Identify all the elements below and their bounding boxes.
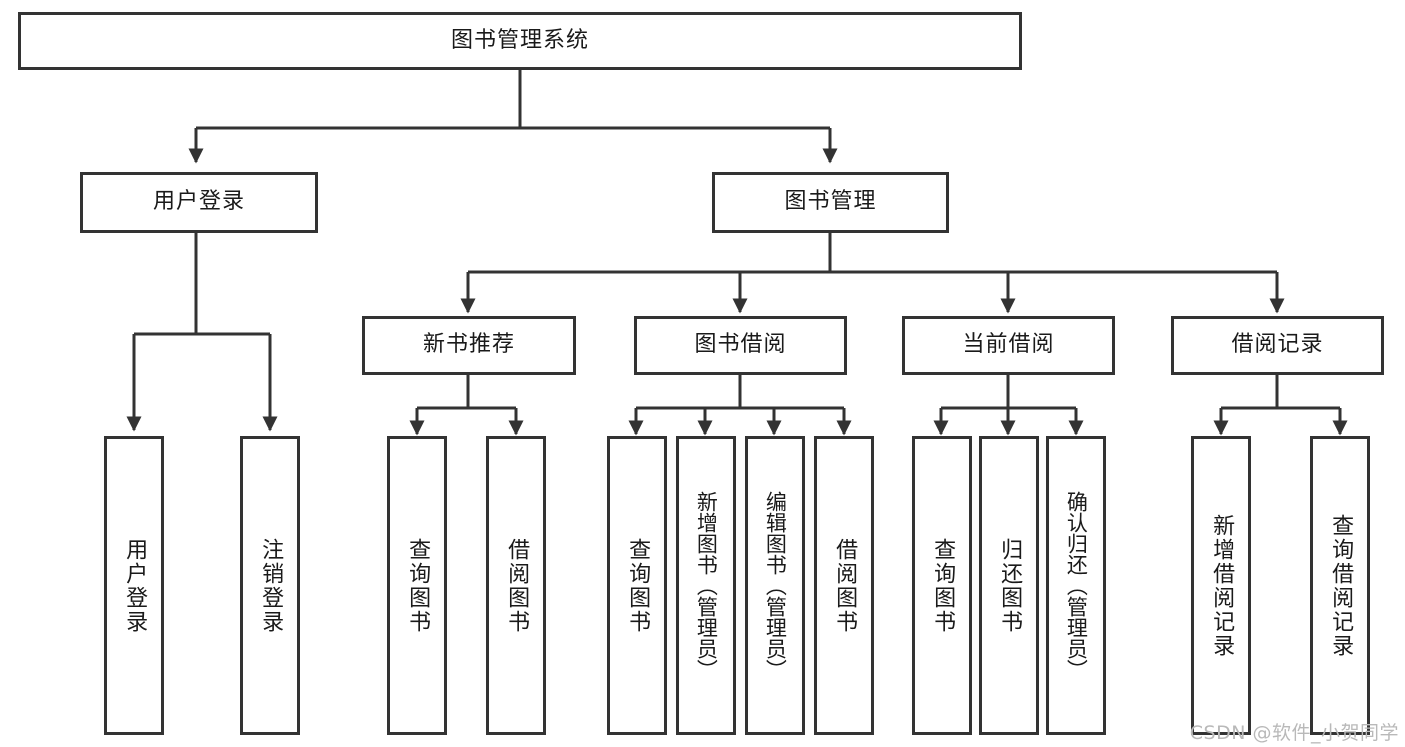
leaf-borrow-edit-book-admin[interactable]: 编辑图书（管理员） <box>745 436 805 735</box>
leaf-label: 新增借阅记录 <box>1209 513 1235 658</box>
leaf-record-add[interactable]: 新增借阅记录 <box>1191 436 1251 735</box>
node-root-label: 图书管理系统 <box>450 27 589 53</box>
leaf-label: 查询图书 <box>625 537 651 634</box>
leaf-label: 借阅图书 <box>504 537 530 634</box>
node-book-management-label: 图书管理 <box>784 189 877 215</box>
node-book-borrow[interactable]: 图书借阅 <box>634 316 847 375</box>
node-user-login[interactable]: 用户登录 <box>80 172 318 233</box>
leaf-label: 编辑图书（管理员） <box>763 491 788 680</box>
node-borrow-record[interactable]: 借阅记录 <box>1171 316 1384 375</box>
node-book-management[interactable]: 图书管理 <box>712 172 949 233</box>
node-borrow-record-label: 借阅记录 <box>1231 332 1324 358</box>
leaf-label: 确认归还（管理员） <box>1064 491 1089 680</box>
node-current-borrow-label: 当前借阅 <box>962 332 1055 358</box>
leaf-label: 查询图书 <box>930 537 956 634</box>
leaf-label: 新增图书（管理员） <box>694 491 719 680</box>
node-current-borrow[interactable]: 当前借阅 <box>902 316 1115 375</box>
node-user-login-label: 用户登录 <box>152 189 245 215</box>
leaf-new-book-borrow[interactable]: 借阅图书 <box>486 436 546 735</box>
leaf-borrow-borrow-book[interactable]: 借阅图书 <box>814 436 874 735</box>
leaf-label: 查询图书 <box>405 537 431 634</box>
leaf-borrow-add-book-admin[interactable]: 新增图书（管理员） <box>676 436 736 735</box>
leaf-label: 注销登录 <box>258 537 284 634</box>
leaf-current-return-book[interactable]: 归还图书 <box>979 436 1039 735</box>
leaf-borrow-query-book[interactable]: 查询图书 <box>607 436 667 735</box>
leaf-current-query-book[interactable]: 查询图书 <box>912 436 972 735</box>
node-book-borrow-label: 图书借阅 <box>694 332 787 358</box>
leaf-user-login-signout[interactable]: 注销登录 <box>240 436 300 735</box>
leaf-label: 归还图书 <box>997 537 1023 634</box>
leaf-label: 用户登录 <box>122 537 148 634</box>
leaf-label: 查询借阅记录 <box>1328 513 1354 658</box>
node-new-book-recommend[interactable]: 新书推荐 <box>362 316 576 375</box>
node-new-book-recommend-label: 新书推荐 <box>422 332 515 358</box>
leaf-record-query[interactable]: 查询借阅记录 <box>1310 436 1370 735</box>
leaf-new-book-query[interactable]: 查询图书 <box>387 436 447 735</box>
leaf-current-confirm-return-admin[interactable]: 确认归还（管理员） <box>1046 436 1106 735</box>
leaf-user-login-signin[interactable]: 用户登录 <box>104 436 164 735</box>
node-root[interactable]: 图书管理系统 <box>18 12 1022 70</box>
watermark: CSDN @软件_小贺同学 <box>1189 722 1399 744</box>
leaf-label: 借阅图书 <box>832 537 858 634</box>
